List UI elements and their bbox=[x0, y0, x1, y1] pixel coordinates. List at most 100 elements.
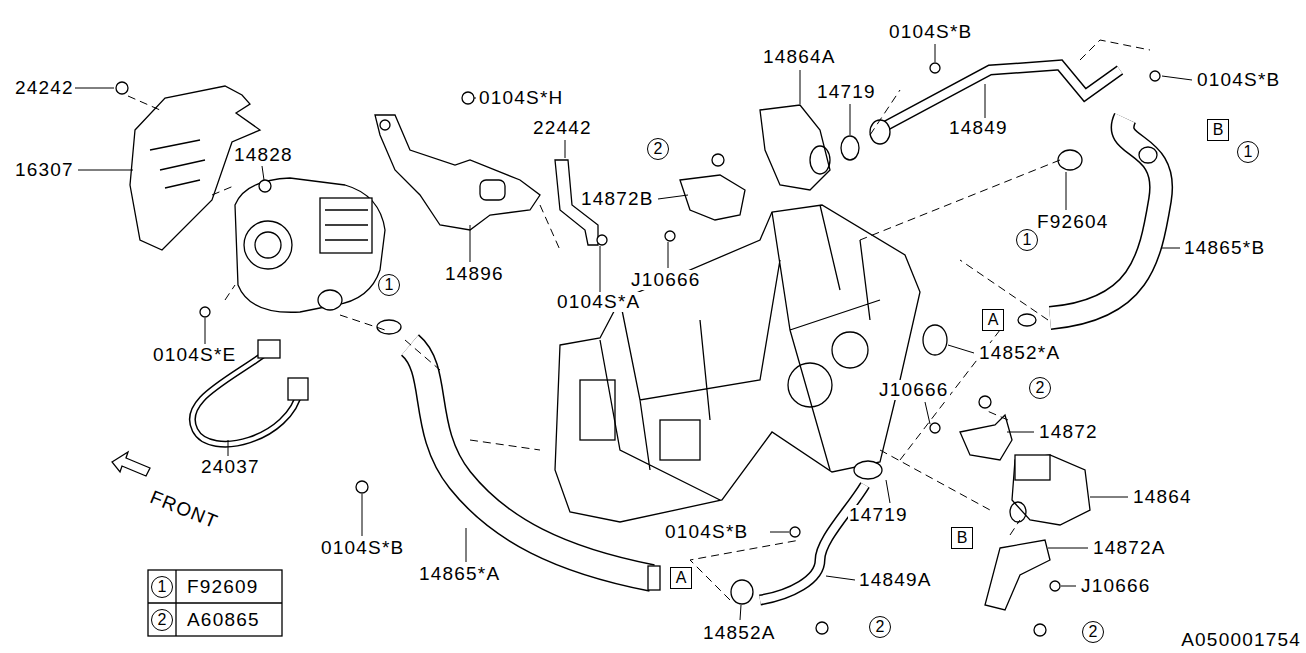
part-number: 14719 bbox=[816, 82, 877, 102]
pipe bbox=[760, 485, 865, 600]
callout-number: 2 bbox=[876, 619, 885, 635]
bolt bbox=[116, 82, 128, 94]
part-number: 14865*B bbox=[1183, 238, 1266, 258]
callout-number: B bbox=[957, 530, 968, 546]
part-number: A050001754 bbox=[1180, 630, 1302, 650]
clamp bbox=[1058, 150, 1082, 170]
callout-number: 2 bbox=[1036, 380, 1045, 396]
part-number: 0104S*B bbox=[664, 522, 749, 542]
bracket bbox=[960, 415, 1012, 460]
pump-motor bbox=[320, 198, 372, 253]
bolt bbox=[930, 63, 940, 73]
callout-number: B bbox=[1213, 122, 1224, 138]
bolt bbox=[816, 622, 828, 634]
bolt bbox=[1034, 624, 1046, 636]
flange bbox=[870, 120, 890, 144]
pipe bbox=[760, 485, 865, 600]
key-table-grid bbox=[148, 570, 282, 636]
pump-port bbox=[244, 221, 292, 269]
callout-circle: 2 bbox=[647, 138, 669, 160]
bolt bbox=[1150, 71, 1160, 81]
callout-number: 1 bbox=[385, 277, 394, 293]
part-number: 14864A bbox=[762, 47, 837, 67]
callout-circle: 1 bbox=[378, 274, 400, 296]
gasket bbox=[731, 580, 753, 604]
callout-circle: 2 bbox=[869, 616, 891, 638]
pump-port bbox=[255, 232, 281, 258]
bolt bbox=[1050, 581, 1060, 591]
bolt bbox=[200, 307, 210, 317]
part-number: 14864 bbox=[1132, 487, 1193, 507]
bracket bbox=[985, 540, 1050, 610]
part-number: 14872 bbox=[1038, 422, 1099, 442]
engine-detail bbox=[580, 380, 615, 440]
part-number: FRONT bbox=[146, 487, 222, 533]
part-number: F92609 bbox=[186, 577, 260, 597]
valve bbox=[760, 105, 830, 190]
gasket bbox=[841, 136, 859, 160]
part-number: 14852*A bbox=[978, 343, 1061, 363]
bolt bbox=[356, 481, 368, 493]
valve bbox=[1012, 455, 1090, 525]
part-number: 24242 bbox=[14, 78, 75, 98]
part-number: 0104S*A bbox=[556, 292, 641, 312]
part-number: 16307 bbox=[14, 160, 75, 180]
callout-circle: 1 bbox=[151, 576, 173, 598]
clamp bbox=[1018, 314, 1036, 326]
callout-number: 2 bbox=[654, 141, 663, 157]
callout-number: 2 bbox=[158, 612, 167, 628]
callout-number: 2 bbox=[1089, 624, 1098, 640]
part-number: 14719 bbox=[848, 505, 909, 525]
part-number: 14872B bbox=[580, 189, 655, 209]
part-number: 14849 bbox=[948, 118, 1009, 138]
reference-box: A bbox=[982, 309, 1004, 331]
part-number: A60865 bbox=[186, 610, 261, 630]
part-number: F92604 bbox=[1036, 212, 1110, 232]
hose bbox=[410, 345, 652, 578]
pump-detail bbox=[325, 210, 368, 240]
bolt bbox=[259, 180, 271, 192]
bolt bbox=[665, 231, 675, 241]
reference-box: A bbox=[670, 567, 692, 589]
reference-box: B bbox=[1207, 119, 1229, 141]
clamp bbox=[377, 320, 401, 334]
gasket bbox=[854, 461, 882, 479]
part-number: 0104S*B bbox=[320, 538, 405, 558]
callout-number: 1 bbox=[1244, 144, 1253, 160]
bolt bbox=[462, 92, 474, 104]
bracket bbox=[680, 175, 745, 220]
callout-circle: 2 bbox=[1029, 377, 1051, 399]
callout-circle: 1 bbox=[1016, 229, 1038, 251]
part-number: J10666 bbox=[1080, 576, 1152, 596]
callout-number: A bbox=[676, 570, 687, 586]
part-number: 14849A bbox=[858, 570, 933, 590]
reference-box: B bbox=[951, 527, 973, 549]
engine-detail bbox=[832, 332, 868, 368]
part-number: J10666 bbox=[878, 380, 950, 400]
callout-circle: 2 bbox=[151, 609, 173, 631]
callout-number: 1 bbox=[1023, 232, 1032, 248]
part-number: 24037 bbox=[200, 457, 261, 477]
hose bbox=[410, 345, 652, 578]
bracket bbox=[375, 115, 540, 230]
valve-port bbox=[810, 146, 830, 174]
valve-port bbox=[1010, 502, 1026, 522]
callout-number: 1 bbox=[158, 579, 167, 595]
pump-outlet bbox=[318, 290, 342, 310]
engine-detail bbox=[660, 420, 700, 460]
engine-detail bbox=[788, 363, 832, 407]
bolt bbox=[712, 154, 724, 166]
part-number: 0104S*B bbox=[888, 22, 973, 42]
bolt bbox=[930, 423, 940, 433]
callout-circle: 1 bbox=[1237, 141, 1259, 163]
gasket bbox=[923, 325, 947, 355]
part-number: J10666 bbox=[630, 270, 702, 290]
part-number: 14828 bbox=[233, 145, 294, 165]
dashed-lines bbox=[128, 40, 1150, 600]
part-number: 0104S*E bbox=[152, 345, 237, 365]
part-number: 14872A bbox=[1092, 538, 1167, 558]
clamp bbox=[1139, 147, 1157, 163]
bolt bbox=[790, 527, 800, 537]
air-pump bbox=[235, 178, 385, 312]
bushing bbox=[480, 180, 505, 200]
